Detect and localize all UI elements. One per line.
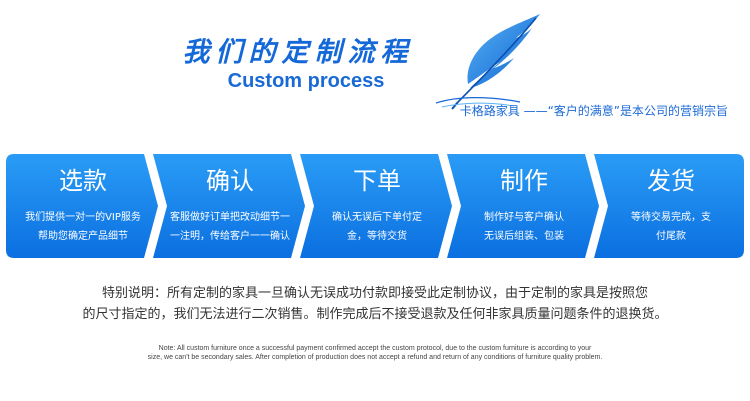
process-step-ship: 发货 等待交易完成，支 付尾款 [594, 154, 748, 258]
process-step-confirm: 确认 客服做好订单把改动细节一 一注明，传给客户一一确认 [153, 154, 307, 258]
page-title-cn: 我们的定制流程 [182, 37, 414, 68]
process-steps: 选款 我们提供一对一的VIP服务 帮助您确定产品细节 确认 客服做好订单把改动细… [0, 154, 750, 258]
special-note-cn: 特别说明：所有定制的家具一旦确认无误成功付款即接受此定制协议，由于定制的家具是按… [40, 283, 710, 325]
note-line: 的尺寸指定的，我们无法进行二次销售。制作完成后不接受退款及任何非家具质量问题条件… [82, 307, 668, 322]
special-note-en: Note: All custom furniture once a succes… [60, 344, 690, 362]
step-description: 我们提供一对一的VIP服务 帮助您确定产品细节 [25, 212, 141, 242]
quill-pen-icon [435, 14, 540, 110]
slogan: 卡格路家具 ——“客户的满意”是本公司的营销宗旨 [459, 104, 728, 118]
process-step-produce: 制作 制作好与客户确认 无误后组装、包装 [447, 154, 601, 258]
step-description: 制作好与客户确认 无误后组装、包装 [484, 212, 564, 242]
note-line: Note: All custom furniture once a succes… [158, 345, 592, 352]
process-step-order: 下单 确认无误后下单付定 金，等待交货 [300, 154, 454, 258]
note-line: 特别说明：所有定制的家具一旦确认无误成功付款即接受此定制协议，由于定制的家具是按… [101, 286, 648, 301]
step-title: 确认 [206, 167, 254, 195]
step-title: 发货 [647, 167, 695, 195]
page-title-en: Custom process [227, 70, 385, 92]
note-line: size, we can't be secondary sales. After… [147, 354, 603, 361]
step-title: 制作 [500, 167, 548, 195]
step-description: 确认无误后下单付定 金，等待交货 [332, 212, 422, 242]
step-title: 选款 [59, 167, 107, 195]
step-description: 客服做好订单把改动细节一 一注明，传给客户一一确认 [170, 212, 290, 242]
step-title: 下单 [353, 167, 401, 195]
process-step-select: 选款 我们提供一对一的VIP服务 帮助您确定产品细节 [6, 154, 160, 258]
step-description: 等待交易完成，支 付尾款 [631, 212, 711, 242]
